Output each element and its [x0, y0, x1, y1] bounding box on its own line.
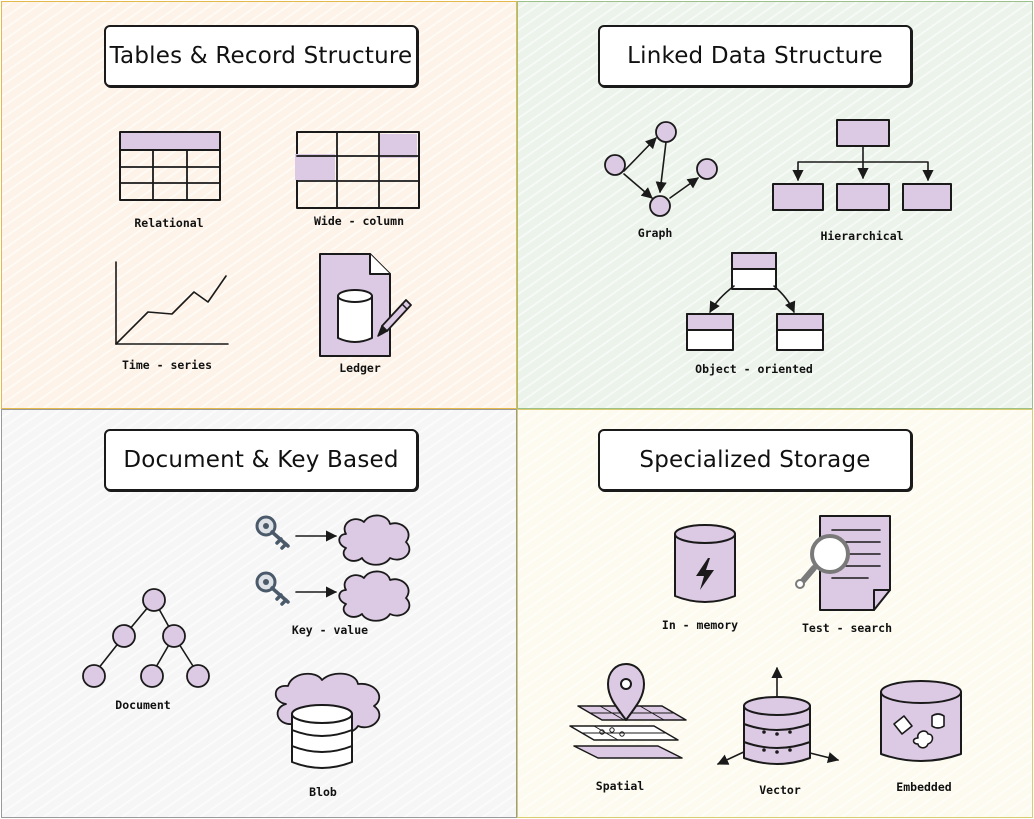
- relational-label: Relational: [134, 216, 204, 230]
- graph-icon: [604, 121, 718, 217]
- vector-label: Vector: [759, 783, 801, 797]
- in-memory-label: In - memory: [661, 618, 739, 632]
- spatial-map-icon: [569, 663, 687, 759]
- key-value-pair-2: [255, 570, 411, 622]
- embedded-label: Embedded: [896, 780, 952, 794]
- time-series-chart-icon: [115, 261, 229, 345]
- document-tree-icon: [82, 588, 210, 688]
- hierarchical-label: Hierarchical: [820, 229, 904, 243]
- section-document: Document & Key Based: [1, 409, 517, 818]
- wide-column-icon: [295, 131, 420, 209]
- blob-label: Blob: [309, 785, 337, 799]
- in-memory-db-icon: [674, 524, 736, 603]
- section-specialized: Specialized Storage In - memory Test - s…: [517, 409, 1033, 818]
- text-search-icon: [795, 515, 891, 611]
- key-icon: [255, 571, 290, 606]
- wide-column-label: Wide - column: [313, 214, 405, 228]
- key-value-label: Key - value: [291, 623, 369, 637]
- object-oriented-icon: [686, 252, 824, 351]
- spatial-label: Spatial: [595, 779, 645, 793]
- text-search-label: Test - search: [801, 621, 893, 635]
- value-cloud-icon: [338, 514, 411, 566]
- ledger-label: Ledger: [339, 361, 381, 375]
- section-linked: Linked Data Structure Graph: [517, 1, 1033, 409]
- value-cloud-icon: [338, 570, 411, 622]
- document-label: Document: [115, 698, 171, 712]
- object-oriented-label: Object - oriented: [695, 362, 813, 376]
- section-tables: Tables & Record Structure Relational Wid…: [1, 1, 517, 409]
- ledger-icon: [319, 253, 412, 357]
- relational-table-icon: [119, 131, 221, 201]
- embedded-db-icon: [880, 680, 962, 762]
- blob-storage-icon: [274, 672, 381, 769]
- hierarchy-icon: [772, 119, 952, 211]
- lightning-icon: [696, 558, 714, 590]
- section-title: Linked Data Structure: [598, 25, 912, 87]
- key-value-pair-1: [255, 514, 411, 566]
- location-pin-icon: [607, 663, 645, 721]
- time-series-label: Time - series: [121, 358, 213, 372]
- vector-db-icon: [716, 666, 840, 765]
- section-title: Tables & Record Structure: [104, 25, 418, 87]
- section-title: Specialized Storage: [598, 429, 912, 491]
- section-title: Document & Key Based: [104, 429, 418, 491]
- magnifier-icon: [795, 534, 850, 589]
- graph-label: Graph: [637, 226, 673, 240]
- key-icon: [255, 515, 290, 550]
